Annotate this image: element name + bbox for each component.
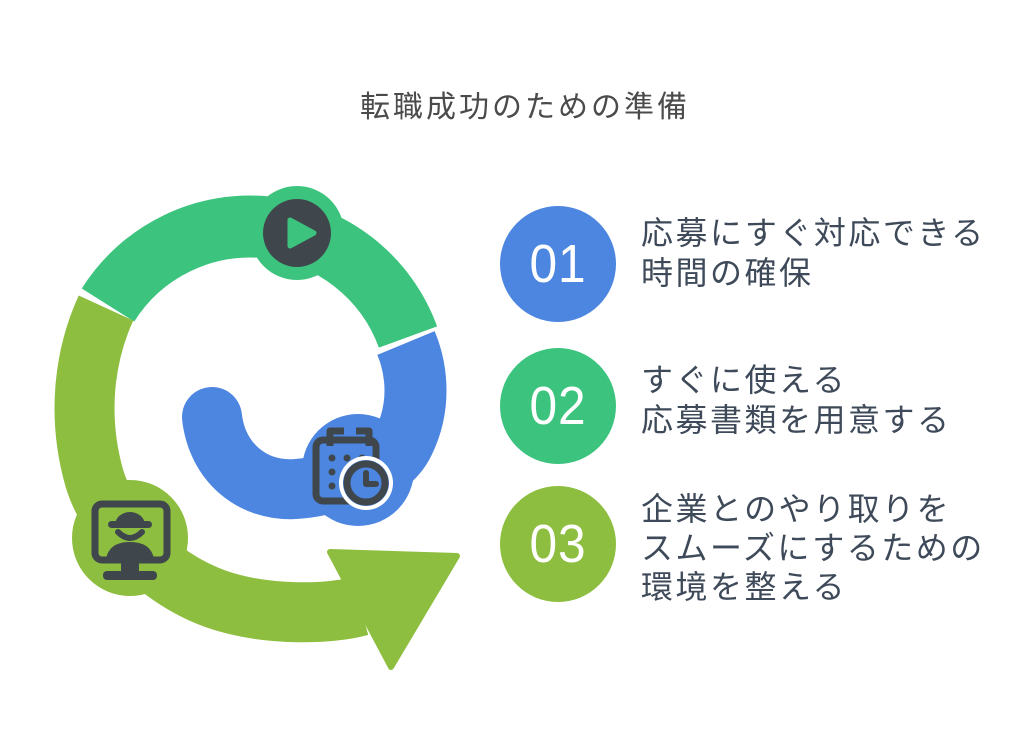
step-1-text: 応募にすぐ対応できる 時間の確保 [641,213,986,293]
arrowhead [327,549,460,670]
step-3-number: 03 [529,514,587,574]
step-2-number: 02 [529,376,587,436]
step-3-line-1: 企業とのやり取りを [641,491,952,527]
step-3-circle: 03 [500,486,616,602]
step-2-line-1: すぐに使える [641,362,848,398]
play-badge [250,186,344,280]
page-title: 転職成功のための準備 [360,91,690,124]
step-3-line-2: スムーズにするための [641,530,985,566]
calendar-badge [302,414,414,526]
worker-monitor-icon [91,500,171,580]
step-1-line-2: 時間の確保 [641,255,814,291]
step-1-number: 01 [529,234,587,294]
step-3-line-3: 環境を整える [641,569,848,605]
step-1-circle: 01 [500,206,616,322]
monitor-badge [72,480,188,596]
step-1-line-1: 応募にすぐ対応できる [641,215,986,251]
step-2-circle: 02 [500,348,616,464]
step-2-line-2: 応募書類を用意する [641,402,952,438]
calendar-clock-icon [312,427,393,510]
step-3-text: 企業とのやり取りを スムーズにするための 環境を整える [641,490,985,607]
cycle-diagram [54,186,460,670]
step-2-text: すぐに使える 応募書類を用意する [641,360,952,440]
play-icon [287,217,317,249]
